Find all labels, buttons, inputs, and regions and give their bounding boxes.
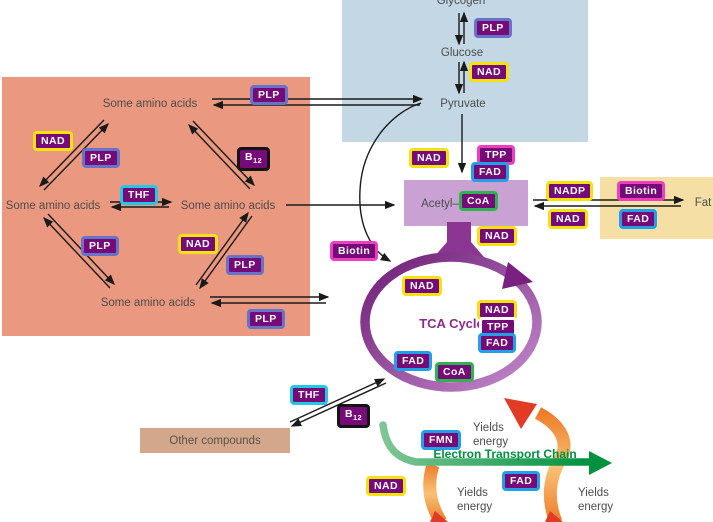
cofactor-plp-label: PLP — [82, 148, 120, 168]
node-amino-mid-right: Some amino acids — [180, 200, 276, 212]
cofactor-biotin-label: Biotin — [330, 241, 379, 261]
node-amino-top: Some amino acids — [102, 98, 198, 110]
other-compounds-box: Other compounds — [140, 428, 290, 453]
cofactor-fad-label: FAD — [478, 333, 517, 353]
cofactor-nadp-label: NADP — [546, 181, 594, 201]
node-yields-1: Yields energy — [473, 422, 509, 449]
cofactor-fad-label: FAD — [619, 209, 658, 229]
node-pyruvate: Pyruvate — [440, 98, 486, 110]
cofactor-biotin-label: Biotin — [617, 181, 666, 201]
cofactor-nad-label: NAD — [409, 148, 449, 168]
cofactor-plp-label: PLP — [474, 18, 512, 38]
node-yields-3: Yields energy — [578, 487, 614, 514]
cofactor-nad-label: NAD — [178, 234, 218, 254]
node-etc: Electron Transport Chain — [433, 447, 577, 461]
cofactor-thf-label: THF — [120, 185, 158, 205]
cofactor-b12-label: B12 — [237, 147, 271, 172]
cofactor-plp-label: PLP — [81, 236, 119, 256]
cofactor-nad-label: NAD — [33, 131, 73, 151]
node-amino-mid-left: Some amino acids — [5, 200, 101, 212]
cofactor-fad-label: FAD — [502, 471, 541, 491]
cofactor-plp-label: PLP — [247, 309, 285, 329]
electron-transport-chain-arrow — [379, 421, 612, 475]
cofactor-nad-label: NAD — [402, 276, 442, 296]
tca-cycle-ring — [360, 222, 542, 392]
cofactor-nad-label: NAD — [477, 226, 517, 246]
node-yields-2: Yields energy — [457, 487, 493, 514]
cofactor-plp-label: PLP — [226, 255, 264, 275]
cofactor-b12-label: B12 — [337, 404, 371, 429]
cofactor-plp-label: PLP — [250, 85, 288, 105]
cofactor-fad-label: FAD — [394, 351, 433, 371]
cofactor-thf-label: THF — [290, 385, 328, 405]
node-glucose: Glucose — [440, 47, 484, 59]
cofactor-coa-label: CoA — [435, 362, 474, 382]
cofactor-fmn-label: FMN — [421, 430, 461, 450]
node-amino-bottom: Some amino acids — [100, 297, 196, 309]
node-tca-cycle: TCA Cycle — [419, 316, 484, 331]
node-fat: Fat — [694, 197, 712, 209]
cofactor-nad-label: NAD — [469, 62, 509, 82]
cofactor-coa-label: CoA — [459, 191, 498, 211]
cofactor-nad-label: NAD — [548, 209, 588, 229]
cofactor-nad-label: NAD — [366, 476, 406, 496]
cofactor-fad-label: FAD — [471, 162, 510, 182]
node-acetyl: Acetyl– — [421, 198, 459, 210]
other-compounds-label: Other compounds — [169, 434, 261, 447]
node-glycogen: Glycogen — [436, 0, 486, 7]
